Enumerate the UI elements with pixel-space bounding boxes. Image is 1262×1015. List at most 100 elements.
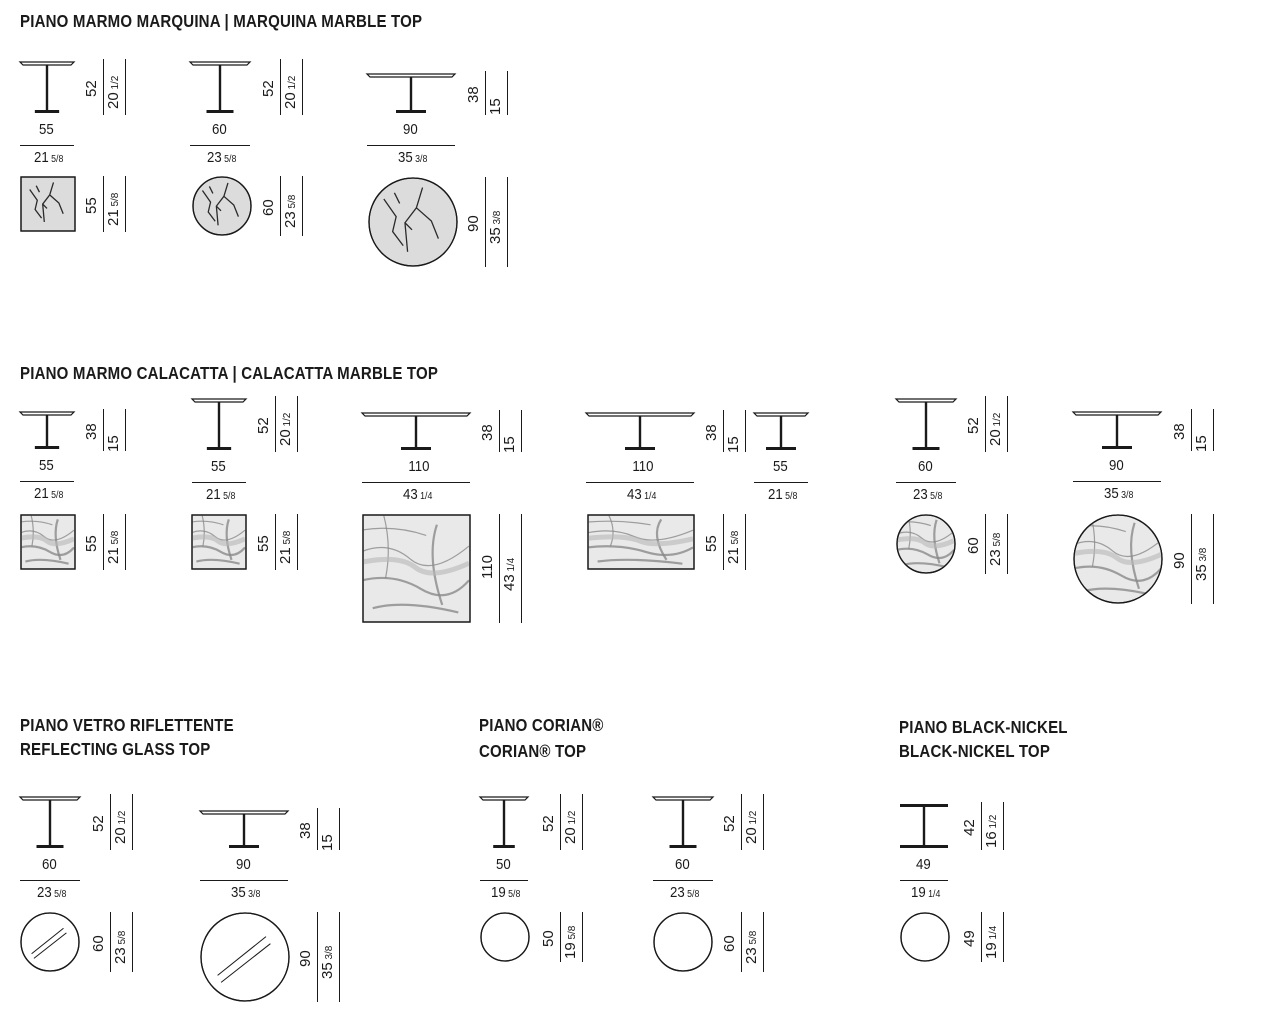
section-title-glass-en: REFLECTING GLASS TOP bbox=[20, 739, 211, 759]
marble-vein bbox=[588, 520, 651, 526]
marble-vein bbox=[215, 205, 222, 212]
dim-width-in-13-value: 19 bbox=[911, 884, 926, 901]
dim-width-cm-10-value: 90 bbox=[236, 856, 251, 873]
marble-vein bbox=[588, 529, 694, 541]
dim-depth-in-9: 23 5/8 bbox=[112, 931, 131, 964]
title-separator: | bbox=[224, 11, 229, 31]
table-top-outline bbox=[368, 177, 458, 267]
table-plan-13 bbox=[900, 912, 950, 962]
dim-depth-cm-3-value: 55 bbox=[83, 535, 100, 552]
table-plan-1 bbox=[192, 176, 252, 236]
dim-height-in-0-fraction: 1/2 bbox=[110, 75, 121, 93]
table-elevation-2 bbox=[365, 73, 457, 113]
dim-height-in-2-value: 15 bbox=[487, 98, 504, 115]
dim-width-cm-3: 55 bbox=[39, 458, 54, 474]
dim-width-rule-10 bbox=[200, 880, 288, 882]
dim-depth-rule2-0 bbox=[125, 176, 127, 232]
table-elevation-11 bbox=[478, 796, 530, 848]
dim-side-rule-6 bbox=[754, 482, 808, 484]
dim-width-cm-6-value: 110 bbox=[632, 458, 654, 475]
marble-vein bbox=[35, 185, 41, 193]
dim-width-rule-3 bbox=[20, 481, 74, 483]
dim-height-cm-8-value: 38 bbox=[1171, 423, 1188, 440]
dim-width-cm-10: 90 bbox=[236, 857, 251, 873]
table-top-outline bbox=[587, 514, 695, 570]
table-top-outline bbox=[900, 912, 950, 962]
marble-cloud bbox=[897, 536, 955, 549]
dim-width-in-0-value: 21 bbox=[34, 149, 49, 166]
dim-height-rule-1 bbox=[280, 59, 282, 115]
tabletop-edge bbox=[1071, 411, 1163, 416]
dim-width-cm-11: 50 bbox=[496, 857, 511, 873]
dim-height-in-6-value: 15 bbox=[725, 436, 742, 453]
dim-width-in-11-fraction: 5/8 bbox=[505, 889, 521, 900]
table-plan-10 bbox=[200, 912, 290, 1002]
marble-cloud bbox=[21, 534, 75, 547]
dim-height-rule-8 bbox=[1191, 409, 1193, 451]
dim-depth-cm-12-value: 60 bbox=[721, 935, 738, 952]
section-title-calacatta: PIANO MARMO CALACATTA | CALACATTA MARBLE… bbox=[20, 361, 438, 385]
dim-width-in-9-fraction: 5/8 bbox=[51, 889, 67, 900]
tabletop-edge bbox=[584, 412, 696, 417]
dim-height-cm-0-value: 52 bbox=[83, 80, 100, 97]
dim-height-rule2-10 bbox=[339, 808, 341, 850]
dim-depth-cm-9: 60 bbox=[90, 935, 107, 952]
dim-height-rule2-13 bbox=[1003, 802, 1005, 850]
dim-width-cm-1: 60 bbox=[212, 122, 227, 138]
dim-height-cm-4: 52 bbox=[255, 417, 272, 434]
dim-width-in-7: 23 5/8 bbox=[913, 487, 942, 505]
dim-height-cm-12: 52 bbox=[721, 815, 738, 832]
dim-depth-in-5-value: 43 bbox=[501, 573, 518, 591]
dim-width-in-12: 23 5/8 bbox=[670, 885, 699, 903]
marble-vein bbox=[415, 207, 440, 239]
dim-height-in-9-value: 20 bbox=[112, 827, 129, 844]
marble-vein bbox=[25, 558, 69, 565]
dim-height-in-1: 20 1/2 bbox=[282, 76, 301, 109]
marble-vein bbox=[608, 515, 614, 547]
dim-side-in-6: 21 5/8 bbox=[768, 487, 797, 505]
dim-width-in-5: 43 1/4 bbox=[403, 487, 432, 505]
dim-width-in-10-fraction: 3/8 bbox=[245, 889, 261, 900]
title-en: CALACATTA MARBLE TOP bbox=[241, 363, 439, 383]
marble-vein bbox=[372, 603, 459, 614]
tabletop-edge bbox=[18, 411, 76, 416]
marble-vein bbox=[431, 524, 444, 606]
dim-height-rule2-9 bbox=[132, 794, 134, 850]
dim-depth-cm-3: 55 bbox=[83, 535, 100, 552]
dim-height-cm-12-value: 52 bbox=[721, 815, 738, 832]
title-it: PIANO MARMO MARQUINA bbox=[20, 11, 221, 31]
marble-vein bbox=[897, 530, 955, 543]
marble-vein bbox=[363, 545, 470, 567]
table-elevation-0 bbox=[18, 61, 76, 113]
dim-height-cm-7-value: 52 bbox=[965, 417, 982, 434]
dim-depth-in-4-value: 21 bbox=[277, 547, 294, 564]
table-plan-2 bbox=[368, 177, 458, 267]
dim-height-rule2-4 bbox=[297, 396, 299, 452]
dim-depth-cm-5-value: 110 bbox=[479, 554, 496, 579]
dim-width-cm-2: 90 bbox=[403, 122, 418, 138]
dim-height-in-7: 20 1/2 bbox=[987, 412, 1006, 446]
table-top-outline bbox=[192, 176, 252, 236]
dim-width-cm-11-value: 50 bbox=[496, 856, 511, 873]
dim-height-cm-9-value: 52 bbox=[90, 815, 107, 832]
table-plan-7 bbox=[896, 514, 956, 574]
dim-height-rule2-2 bbox=[507, 71, 509, 115]
dim-width-cm-3-value: 55 bbox=[39, 457, 54, 474]
dim-width-in-2-value: 35 bbox=[398, 149, 413, 166]
dim-height-in-7-fraction: 1/2 bbox=[992, 412, 1003, 430]
title-it: PIANO MARMO CALACATTA bbox=[20, 363, 229, 383]
dim-width-cm-9-value: 60 bbox=[42, 856, 57, 873]
dim-height-in-13-fraction: 1/2 bbox=[988, 814, 999, 832]
dim-depth-in-11-value: 19 bbox=[562, 942, 579, 959]
table-plan-9 bbox=[20, 912, 80, 972]
table-elevation-8 bbox=[1071, 411, 1163, 449]
dim-width-cm-12-value: 60 bbox=[675, 856, 690, 873]
dim-depth-in-10-value: 35 bbox=[319, 962, 336, 979]
top-texture bbox=[383, 187, 440, 252]
marble-vein bbox=[21, 545, 75, 557]
dim-depth-rule-7 bbox=[985, 514, 987, 574]
marble-vein bbox=[21, 520, 53, 526]
glass-reflection-line bbox=[33, 932, 67, 959]
dim-width-in-5-fraction: 1/4 bbox=[417, 491, 433, 502]
dim-depth-rule-5 bbox=[499, 514, 501, 623]
